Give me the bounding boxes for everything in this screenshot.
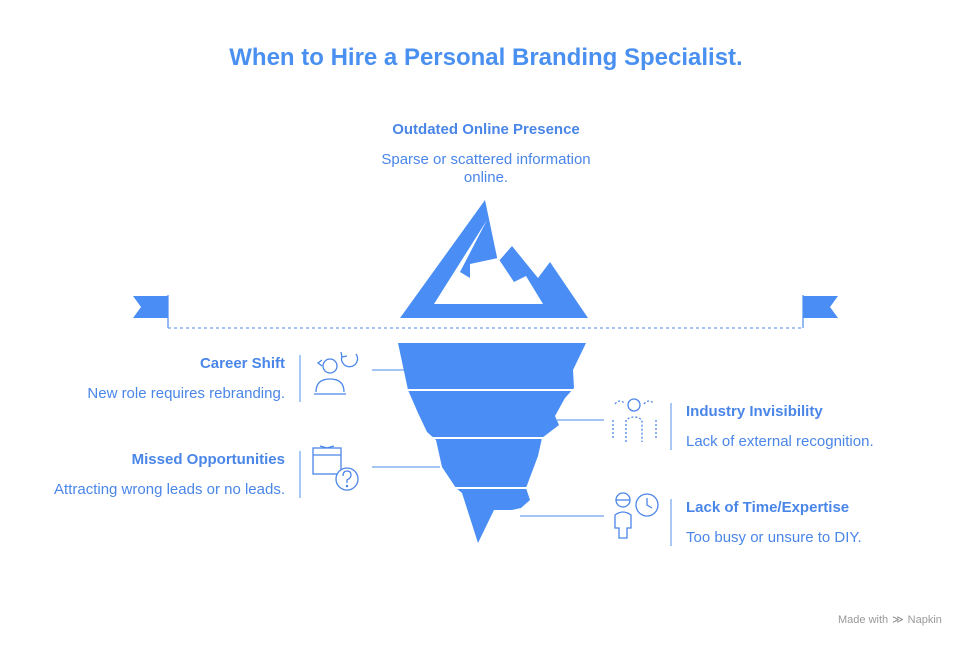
person-clock-icon [614, 492, 659, 539]
box-question-icon [312, 445, 359, 491]
left-item-1-description: New role requires rebranding. [87, 385, 285, 402]
right-item-1-description: Lack of external recognition. [686, 433, 874, 450]
top-item-title: Outdated Online Presence [392, 121, 580, 138]
invisible-person-icon [612, 398, 657, 442]
left-flag [133, 295, 169, 328]
person-refresh-icon [314, 351, 359, 395]
napkin-logo-icon: ≫ [892, 614, 904, 626]
right-item-2-description: Too busy or unsure to DIY. [686, 529, 862, 546]
page-title: When to Hire a Personal Branding Special… [229, 44, 743, 71]
iceberg-underwater [398, 343, 586, 543]
right-item-2-title: Lack of Time/Expertise [686, 499, 850, 516]
left-item-2-title: Missed Opportunities [131, 451, 285, 468]
right-flag [802, 295, 838, 328]
made-with-napkin: Made with ≫ Napkin [838, 613, 942, 627]
made-with-label: Made with [838, 613, 889, 626]
left-item-1-title: Career Shift [199, 355, 285, 372]
top-item-description: Sparse or scattered information online. [381, 151, 591, 186]
napkin-brand: Napkin [907, 613, 942, 626]
connectors [299, 355, 672, 546]
iceberg-tip [400, 200, 588, 318]
right-item-1-title: Industry Invisibility [686, 403, 823, 420]
left-item-2-description: Attracting wrong leads or no leads. [54, 481, 285, 498]
